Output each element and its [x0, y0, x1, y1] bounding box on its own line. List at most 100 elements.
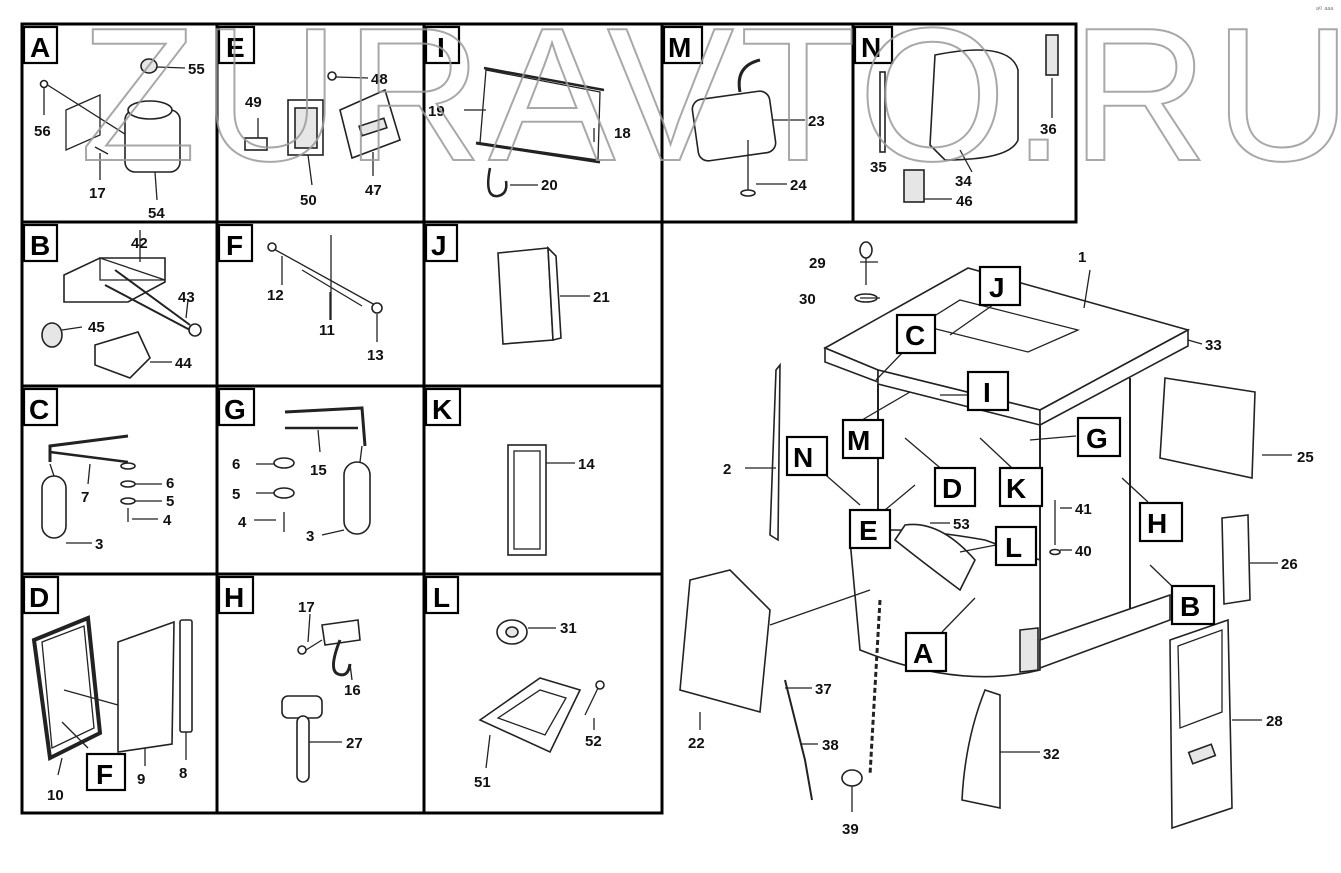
svg-text:C: C [29, 394, 49, 425]
svg-text:38: 38 [822, 737, 839, 754]
svg-text:C: C [905, 320, 925, 351]
svg-text:L: L [433, 582, 450, 613]
svg-text:D: D [942, 473, 962, 504]
svg-text:14: 14 [578, 456, 595, 473]
svg-text:4: 4 [238, 514, 247, 531]
svg-text:43: 43 [178, 289, 195, 306]
svg-text:9: 9 [137, 771, 145, 788]
panel-letter-G: G [217, 387, 256, 427]
svg-text:G: G [1086, 423, 1108, 454]
svg-text:E: E [859, 515, 878, 546]
panel-j-drawing: 21 [497, 245, 610, 345]
svg-text:18: 18 [614, 125, 631, 142]
svg-text:40: 40 [1075, 543, 1092, 560]
svg-text:47: 47 [365, 182, 382, 199]
svg-text:49: 49 [245, 94, 262, 111]
svg-text:K: K [432, 394, 452, 425]
svg-text:24: 24 [790, 177, 807, 194]
panel-letter-N: N [853, 25, 894, 65]
svg-text:3: 3 [306, 528, 314, 545]
svg-text:17: 17 [298, 599, 315, 616]
svg-text:H: H [1147, 508, 1167, 539]
svg-text:50: 50 [300, 192, 317, 209]
svg-text:28: 28 [1266, 713, 1283, 730]
panel-c-drawing: 7 6 5 4 3 [41, 434, 174, 553]
svg-text:46: 46 [956, 193, 973, 210]
svg-text:6: 6 [232, 456, 240, 473]
panel-letter-L: L [424, 575, 460, 615]
svg-text:K: K [1006, 473, 1026, 504]
panel-grid [20, 22, 1078, 815]
svg-text:35: 35 [870, 159, 887, 176]
svg-text:2: 2 [723, 461, 731, 478]
svg-text:52: 52 [585, 733, 602, 750]
svg-text:N: N [861, 32, 881, 63]
svg-text:5: 5 [232, 486, 240, 503]
corner-mark: ᵃ⁰ ᵃᵃᵃ [1316, 5, 1334, 14]
panel-m-drawing: 23 24 [691, 58, 825, 197]
svg-text:8: 8 [179, 765, 187, 782]
svg-text:31: 31 [560, 620, 577, 637]
svg-text:3: 3 [95, 536, 103, 553]
svg-text:45: 45 [88, 319, 105, 336]
panel-b-drawing: 42 43 45 44 [41, 230, 202, 379]
panel-letter-H: H [217, 575, 255, 615]
svg-text:48: 48 [371, 71, 388, 88]
svg-text:44: 44 [175, 355, 192, 372]
svg-text:22: 22 [688, 735, 705, 752]
panel-i-drawing: 19 18 20 [428, 66, 631, 198]
panel-letter-D: D [22, 575, 60, 615]
svg-text:33: 33 [1205, 337, 1222, 354]
svg-text:26: 26 [1281, 556, 1298, 573]
panel-g-drawing: 15 6 5 4 3 [232, 406, 371, 545]
panel-f-drawing: 12 11 13 [267, 235, 384, 364]
svg-text:29: 29 [809, 255, 826, 272]
svg-text:34: 34 [955, 173, 972, 190]
svg-text:E: E [226, 32, 245, 63]
panel-letter-E: E [217, 25, 256, 65]
svg-text:7: 7 [81, 489, 89, 506]
svg-text:L: L [1005, 532, 1022, 563]
svg-text:F: F [96, 759, 113, 790]
svg-text:17: 17 [89, 185, 106, 202]
svg-text:B: B [1180, 591, 1200, 622]
svg-text:J: J [431, 230, 447, 261]
panel-h-drawing: 17 16 27 [281, 599, 363, 783]
svg-text:53: 53 [953, 516, 970, 533]
svg-text:20: 20 [541, 177, 558, 194]
svg-text:25: 25 [1297, 449, 1314, 466]
svg-text:41: 41 [1075, 501, 1092, 518]
svg-text:M: M [847, 425, 870, 456]
svg-text:36: 36 [1040, 121, 1057, 138]
main-cab-drawing: 1 29 30 33 2 25 41 40 26 28 22 32 37 38 … [679, 241, 1314, 838]
svg-text:54: 54 [148, 205, 165, 222]
svg-text:4: 4 [163, 512, 172, 529]
svg-text:F: F [226, 230, 243, 261]
svg-text:56: 56 [34, 123, 51, 140]
svg-text:J: J [989, 272, 1005, 303]
panel-k-drawing: 14 [507, 444, 595, 556]
panel-n-drawing: 36 35 34 46 [870, 34, 1059, 210]
svg-text:11: 11 [319, 322, 335, 339]
svg-text:23: 23 [808, 113, 825, 130]
svg-text:10: 10 [47, 787, 64, 804]
panel-e-drawing: 48 49 50 47 [244, 71, 401, 209]
panel-a-drawing: 55 56 17 54 [34, 58, 205, 222]
svg-text:6: 6 [166, 475, 174, 492]
panel-letter-M: M [662, 25, 704, 65]
svg-text:I: I [437, 32, 445, 63]
svg-text:M: M [668, 32, 691, 63]
svg-text:51: 51 [474, 774, 491, 791]
svg-text:N: N [793, 442, 813, 473]
svg-text:G: G [224, 394, 246, 425]
svg-text:27: 27 [346, 735, 363, 752]
svg-text:55: 55 [188, 61, 205, 78]
svg-text:5: 5 [166, 493, 174, 510]
svg-text:39: 39 [842, 821, 859, 838]
svg-text:A: A [30, 32, 50, 63]
svg-text:19: 19 [428, 103, 445, 120]
panel-letter-J: J [424, 223, 459, 263]
panel-letter-F: F [217, 223, 254, 263]
panel-letter-C: C [22, 387, 59, 427]
svg-text:13: 13 [367, 347, 384, 364]
